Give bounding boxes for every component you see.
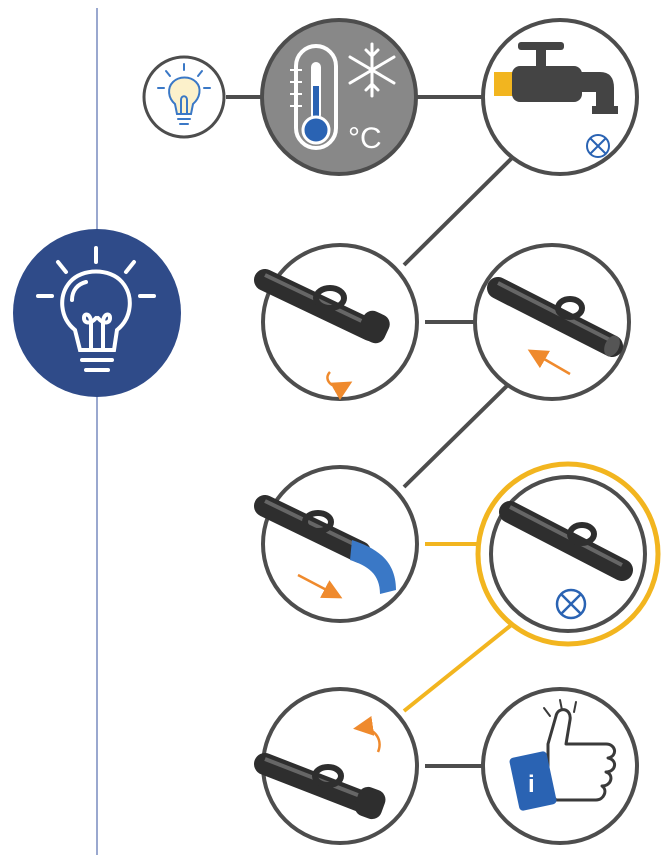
sleeve-info-text: i bbox=[528, 771, 535, 798]
thermometer-snowflake-icon: °C bbox=[290, 42, 396, 155]
small-tip-badge bbox=[142, 55, 226, 139]
connectors bbox=[226, 95, 527, 768]
step-7-refit-cap bbox=[254, 687, 419, 845]
step-2-tap-closed bbox=[481, 18, 639, 176]
step-1-freezing: °C bbox=[260, 18, 418, 176]
thermometer-unit: °C bbox=[348, 122, 382, 155]
connector-step4-step5 bbox=[402, 373, 520, 489]
step-3-unscrew-cap bbox=[254, 243, 419, 401]
tap-closed-icon bbox=[494, 42, 618, 158]
lightbulb-icon bbox=[157, 63, 211, 125]
pipe-open-end-icon bbox=[487, 277, 623, 376]
thumbs-up-icon: i bbox=[509, 699, 616, 811]
step-8-done: i bbox=[481, 687, 639, 845]
step-6-no-water bbox=[475, 461, 661, 647]
pipe-draining-icon bbox=[254, 495, 396, 599]
pipe-no-water-icon bbox=[499, 501, 633, 620]
pipe-cap-refit-icon bbox=[254, 715, 386, 820]
pipe-cap-unscrew-icon bbox=[254, 269, 390, 401]
step-4-open-end bbox=[473, 243, 631, 401]
connector-step6-step7 bbox=[402, 612, 527, 713]
side-tip-badge bbox=[13, 229, 181, 397]
connector-step2-step3 bbox=[402, 150, 520, 267]
step-5-draining bbox=[254, 465, 419, 623]
lightbulb-icon bbox=[36, 246, 156, 372]
